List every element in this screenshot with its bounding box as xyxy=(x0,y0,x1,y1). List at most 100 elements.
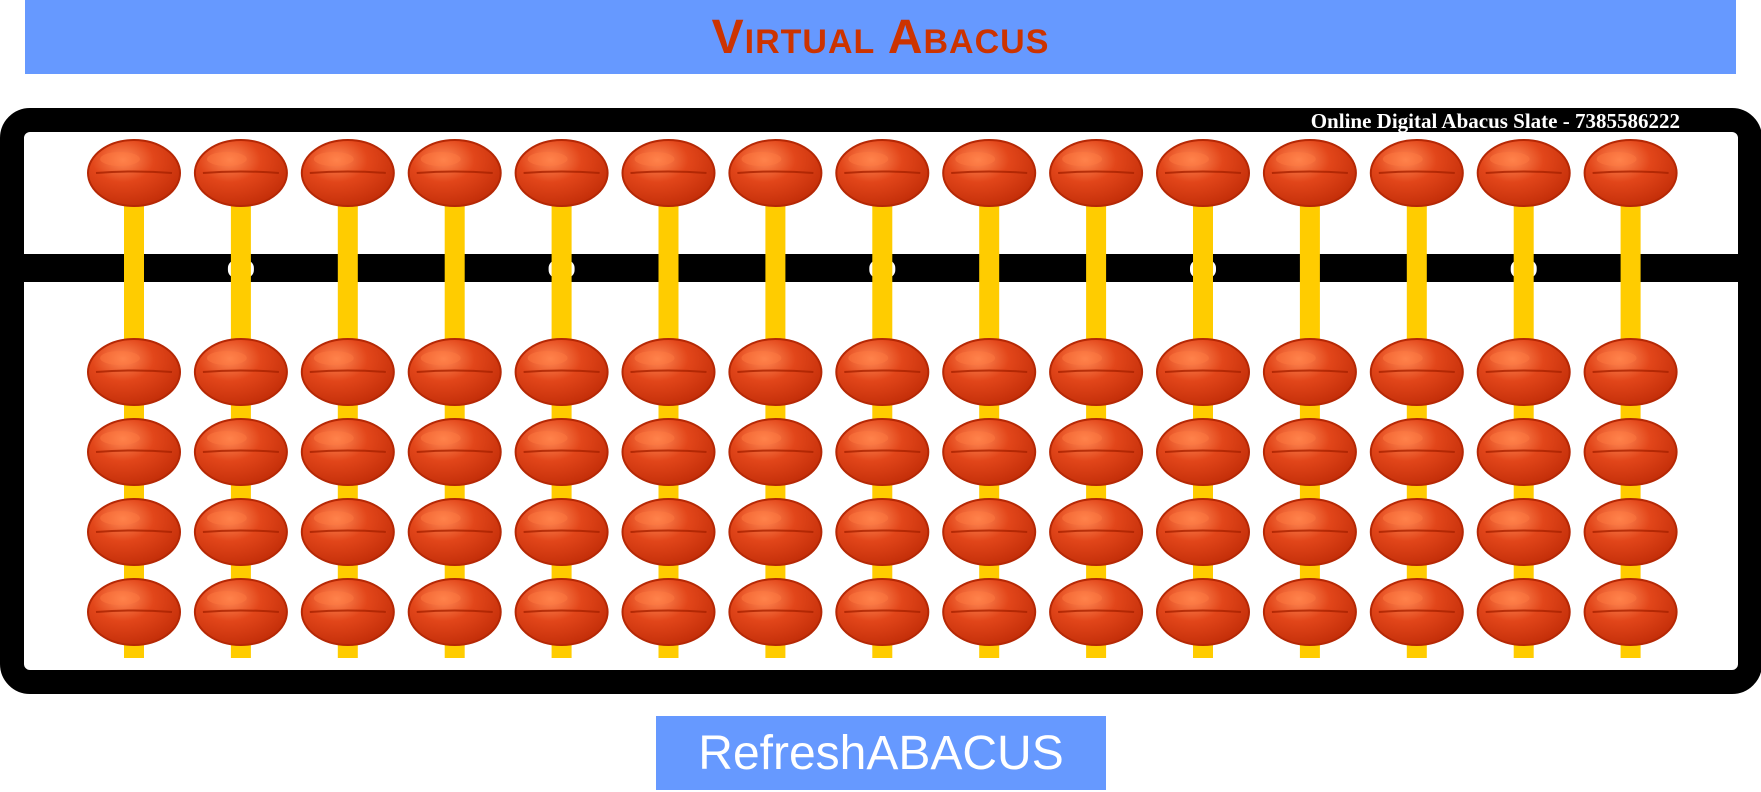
bead-body xyxy=(1262,338,1357,406)
bead-highlight xyxy=(100,152,140,166)
lower-bead[interactable] xyxy=(407,338,502,406)
lower-bead[interactable] xyxy=(87,418,181,486)
lower-bead[interactable] xyxy=(1583,578,1678,646)
upper-bead[interactable] xyxy=(1476,139,1571,207)
lower-bead[interactable] xyxy=(1583,338,1678,406)
bead-seam xyxy=(737,529,814,533)
lower-bead[interactable] xyxy=(942,578,1037,646)
lower-bead[interactable] xyxy=(835,578,930,646)
lower-bead[interactable] xyxy=(193,498,288,566)
bead-highlight xyxy=(527,511,568,525)
lower-bead[interactable] xyxy=(1369,418,1464,486)
bead-seam xyxy=(737,609,814,613)
upper-bead[interactable] xyxy=(87,139,181,207)
bead-seam xyxy=(1271,449,1348,453)
lower-bead[interactable] xyxy=(942,338,1037,406)
lower-bead[interactable] xyxy=(728,418,823,486)
lower-bead[interactable] xyxy=(1156,498,1250,566)
lower-bead[interactable] xyxy=(1583,498,1678,566)
lower-bead[interactable] xyxy=(942,498,1037,566)
lower-bead[interactable] xyxy=(1583,418,1678,486)
lower-bead[interactable] xyxy=(1369,498,1464,566)
lower-bead[interactable] xyxy=(193,418,288,486)
lower-bead[interactable] xyxy=(1156,338,1250,406)
lower-bead[interactable] xyxy=(407,578,502,646)
lower-bead[interactable] xyxy=(300,418,395,486)
lower-bead[interactable] xyxy=(1476,498,1571,566)
bead-body xyxy=(728,338,823,406)
lower-bead[interactable] xyxy=(514,418,609,486)
lower-bead[interactable] xyxy=(1156,578,1250,646)
upper-bead[interactable] xyxy=(1049,139,1144,207)
lower-bead[interactable] xyxy=(1476,418,1571,486)
lower-bead[interactable] xyxy=(87,338,181,406)
lower-bead[interactable] xyxy=(87,498,181,566)
lower-bead[interactable] xyxy=(1262,418,1357,486)
lower-bead[interactable] xyxy=(621,418,716,486)
lower-bead[interactable] xyxy=(835,498,930,566)
lower-bead[interactable] xyxy=(300,498,395,566)
upper-bead[interactable] xyxy=(621,139,716,207)
lower-bead[interactable] xyxy=(193,338,288,406)
bead-seam xyxy=(1058,170,1135,174)
lower-bead[interactable] xyxy=(728,498,823,566)
bead-seam xyxy=(202,529,279,533)
lower-bead[interactable] xyxy=(835,418,930,486)
upper-bead[interactable] xyxy=(835,139,930,207)
lower-bead[interactable] xyxy=(621,338,716,406)
lower-bead[interactable] xyxy=(514,578,609,646)
upper-bead[interactable] xyxy=(514,139,609,207)
lower-bead[interactable] xyxy=(1156,418,1250,486)
lower-bead[interactable] xyxy=(1476,338,1571,406)
lower-bead[interactable] xyxy=(407,498,502,566)
lower-bead[interactable] xyxy=(514,338,609,406)
lower-bead[interactable] xyxy=(1262,498,1357,566)
bead-body xyxy=(942,139,1037,207)
bead-highlight xyxy=(1169,351,1209,365)
lower-bead[interactable] xyxy=(1476,578,1571,646)
lower-bead[interactable] xyxy=(1049,578,1144,646)
lower-bead[interactable] xyxy=(87,578,181,646)
upper-bead[interactable] xyxy=(1583,139,1678,207)
lower-bead[interactable] xyxy=(1262,578,1357,646)
lower-bead[interactable] xyxy=(1369,578,1464,646)
upper-bead[interactable] xyxy=(300,139,395,207)
bead-highlight xyxy=(1062,591,1103,605)
bead-body xyxy=(300,139,395,207)
lower-bead[interactable] xyxy=(300,338,395,406)
lower-bead[interactable] xyxy=(1369,338,1464,406)
lower-bead[interactable] xyxy=(942,418,1037,486)
upper-bead[interactable] xyxy=(1156,139,1250,207)
upper-bead[interactable] xyxy=(728,139,823,207)
lower-bead[interactable] xyxy=(1049,338,1144,406)
upper-bead[interactable] xyxy=(407,139,502,207)
lower-bead[interactable] xyxy=(1049,498,1144,566)
lower-bead[interactable] xyxy=(407,418,502,486)
bead-highlight xyxy=(420,511,461,525)
lower-bead[interactable] xyxy=(835,338,930,406)
lower-bead[interactable] xyxy=(728,578,823,646)
upper-bead[interactable] xyxy=(942,139,1037,207)
bead-highlight xyxy=(1489,431,1530,445)
lower-bead[interactable] xyxy=(1049,418,1144,486)
bead-body xyxy=(728,498,823,566)
lower-bead[interactable] xyxy=(621,578,716,646)
bead-highlight xyxy=(955,351,996,365)
upper-bead[interactable] xyxy=(1369,139,1464,207)
bead-highlight xyxy=(1596,351,1637,365)
lower-bead[interactable] xyxy=(193,578,288,646)
upper-bead[interactable] xyxy=(1262,139,1357,207)
lower-bead[interactable] xyxy=(514,498,609,566)
bead-body xyxy=(942,418,1037,486)
bead-seam xyxy=(95,369,173,373)
bead-seam xyxy=(309,369,386,373)
bead-body xyxy=(1583,498,1678,566)
lower-bead[interactable] xyxy=(300,578,395,646)
lower-bead[interactable] xyxy=(1262,338,1357,406)
lower-bead[interactable] xyxy=(621,498,716,566)
bead-seam xyxy=(737,449,814,453)
lower-bead[interactable] xyxy=(728,338,823,406)
bead-seam xyxy=(844,369,921,373)
upper-bead[interactable] xyxy=(193,139,288,207)
